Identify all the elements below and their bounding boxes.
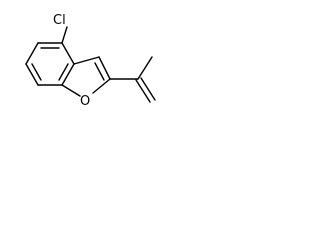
bond-o1-c7a [61, 84, 81, 97]
chlorine-atom-label: Cl [53, 13, 66, 28]
double-bond-c3-c2-inner [94, 62, 105, 81]
double-bond-c7a-c3a-inner [58, 63, 69, 81]
bond-c6-c7 [25, 63, 39, 86]
bond-c3-c2 [98, 56, 111, 80]
chlorine-bond [61, 26, 68, 44]
bond-c2-o1 [92, 78, 111, 94]
furan-ring [61, 56, 111, 97]
molecule-structure-diagram: Cl O [25, 13, 156, 109]
bond-c5-c6 [25, 42, 39, 65]
bond-c7a-c3a [61, 63, 75, 86]
oxygen-atom-label: O [80, 94, 90, 109]
double-bond-carbonyl-o-1 [135, 79, 151, 103]
bond-c3a-c3 [73, 56, 100, 65]
bond-c4-cl [61, 26, 68, 44]
acetyl-group [109, 56, 156, 103]
double-bond-carbonyl-o-2 [140, 77, 156, 101]
benzene-ring [25, 42, 75, 86]
bond-c3a-c4 [61, 42, 75, 65]
double-bond-c6-c7-inner [31, 63, 42, 81]
bond-carbonyl-methyl [137, 56, 153, 80]
